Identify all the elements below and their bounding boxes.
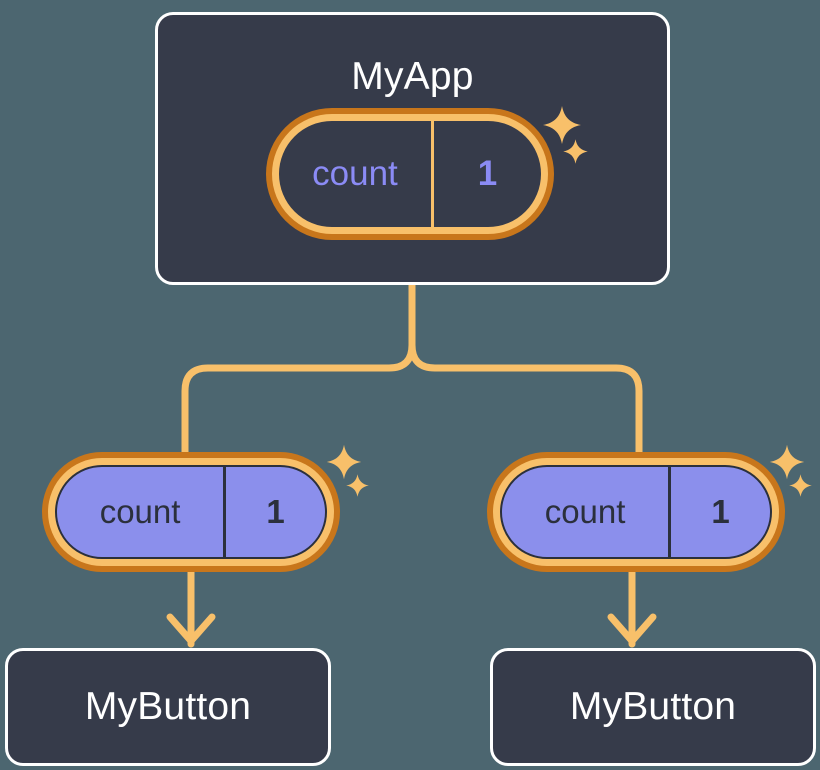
connector-right-arrow-head xyxy=(607,613,657,645)
state-key-label: count xyxy=(544,493,626,530)
state-pill-ring: count 1 xyxy=(272,114,548,234)
state-value-label: 1 xyxy=(668,467,770,557)
state-value-label: 1 xyxy=(430,121,541,227)
state-key-label: count xyxy=(312,154,398,193)
component-card-mybutton-left[interactable]: MyButton xyxy=(5,648,331,766)
state-key-label: count xyxy=(99,493,181,530)
connector-root-split xyxy=(181,281,416,474)
state-value-label: 1 xyxy=(223,467,325,557)
component-label: MyButton xyxy=(569,685,737,728)
connector-root-split-right xyxy=(408,341,643,474)
state-pill-child-left[interactable]: count 1 xyxy=(42,452,340,572)
state-pill-body: count 1 xyxy=(279,121,541,227)
state-pill-body: count 1 xyxy=(55,465,327,559)
state-pill-body: count 1 xyxy=(500,465,772,559)
component-label: MyButton xyxy=(84,685,252,728)
connector-left-arrow-head xyxy=(166,613,216,645)
state-pill-ring: count 1 xyxy=(48,458,334,566)
state-pill-root[interactable]: count 1 xyxy=(266,108,554,240)
component-card-mybutton-right[interactable]: MyButton xyxy=(490,648,816,766)
state-pill-child-right[interactable]: count 1 xyxy=(487,452,785,572)
page-title: MyApp xyxy=(351,55,474,98)
state-pill-ring: count 1 xyxy=(493,458,779,566)
